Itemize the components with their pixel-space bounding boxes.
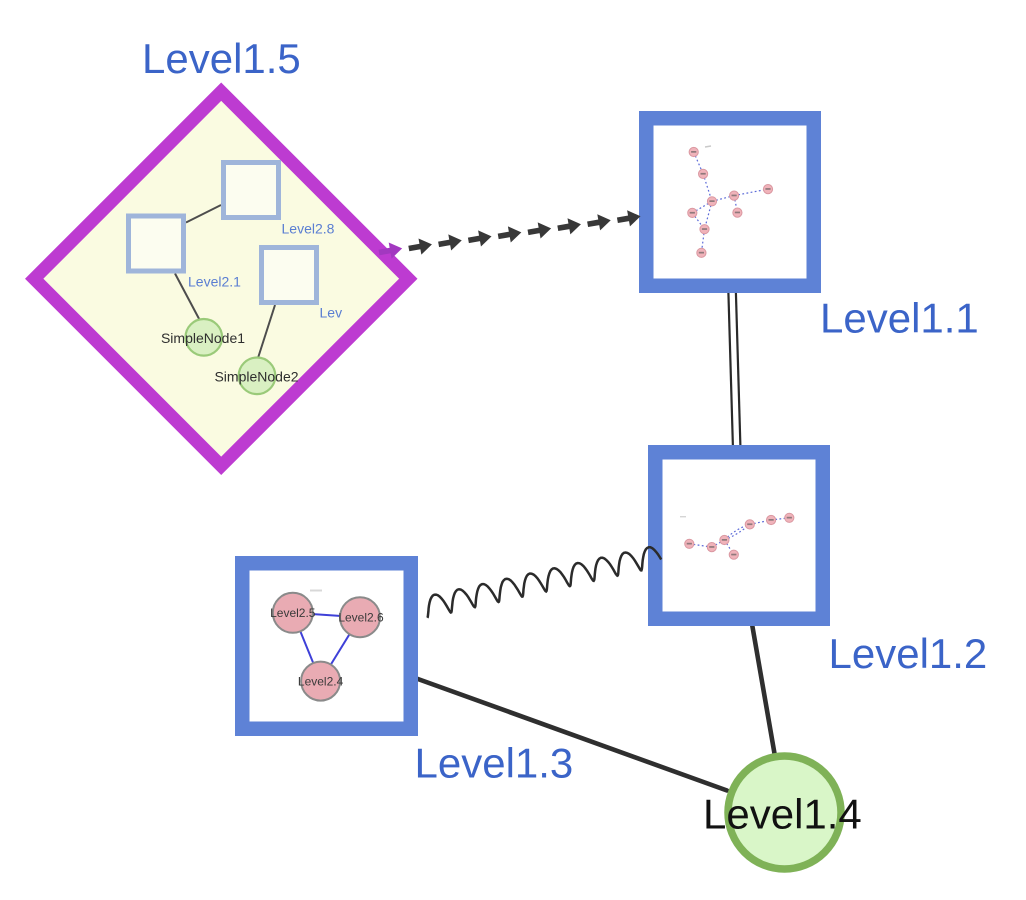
svg-text:Level1.5: Level1.5 xyxy=(142,35,301,82)
svg-text:Level2.4: Level2.4 xyxy=(298,675,344,689)
svg-text:Level2.1: Level2.1 xyxy=(188,274,241,290)
svg-text:Level2.8: Level2.8 xyxy=(282,221,335,237)
svg-text:Level1.1: Level1.1 xyxy=(820,295,979,342)
svg-text:Lev: Lev xyxy=(320,305,343,321)
svg-text:Level2.6: Level2.6 xyxy=(338,611,384,625)
svg-text:Level2.5: Level2.5 xyxy=(270,606,316,620)
svg-text:Level1.3: Level1.3 xyxy=(415,740,574,787)
svg-text:Level1.4: Level1.4 xyxy=(703,791,862,838)
svg-text:SimpleNode2: SimpleNode2 xyxy=(214,369,298,385)
svg-text:SimpleNode1: SimpleNode1 xyxy=(161,330,245,346)
svg-text:Level1.2: Level1.2 xyxy=(829,630,988,677)
